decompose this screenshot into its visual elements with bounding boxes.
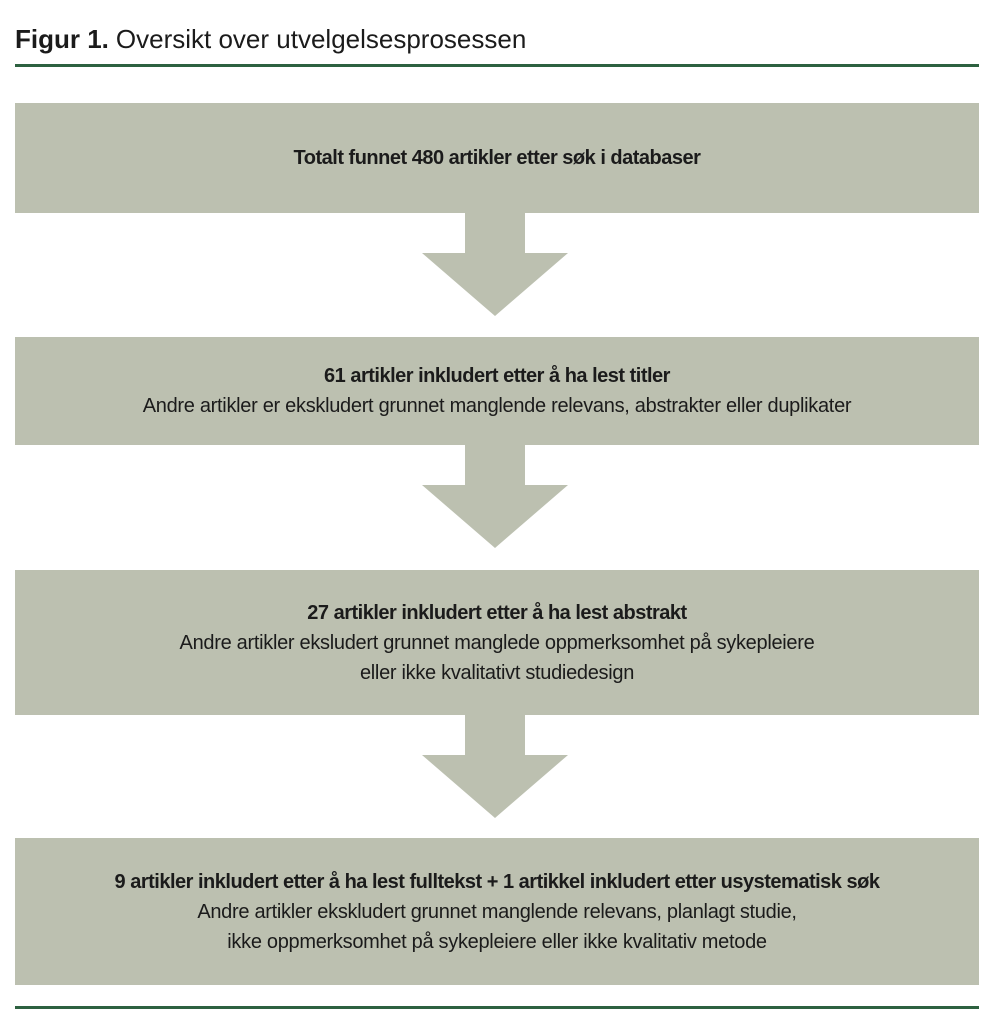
box-detail-line: eller ikke kvalitativt studiedesign [359,661,635,684]
box-heading: Totalt funnet 480 artikler etter søk i d… [293,147,701,169]
flow-box-abstracts-read: 27 artikler inkludert etter å ha lest ab… [15,570,979,715]
flow-box-titles-read: 61 artikler inkludert etter å ha lest ti… [15,337,979,445]
top-divider-line [15,64,979,67]
flow-box-database-search: Totalt funnet 480 artikler etter søk i d… [15,103,979,213]
box-heading: 9 artikler inkludert etter å ha lest ful… [114,870,880,893]
figure-label: Figur 1. [15,24,109,54]
bottom-divider-line [15,1006,979,1009]
box-heading: 27 artikler inkludert etter å ha lest ab… [307,601,687,624]
box-detail-line: ikke oppmerksomhet på sykepleiere eller … [227,930,767,953]
box-detail-line: Andre artikler ekskludert grunnet mangle… [197,900,797,923]
figure-title: Oversikt over utvelgelsesprosessen [115,24,527,54]
box-detail-line: Andre artikler er ekskludert grunnet man… [142,395,852,417]
down-arrow-icon [422,213,568,316]
down-arrow-icon [422,715,568,818]
box-heading: 61 artikler inkludert etter å ha lest ti… [324,365,670,387]
down-arrow-icon [422,445,568,548]
flow-box-fulltext-included: 9 artikler inkludert etter å ha lest ful… [15,838,979,985]
box-detail-line: Andre artikler eksludert grunnet mangled… [179,631,815,654]
figure-caption: Figur 1.Oversikt over utvelgelsesprosess… [15,24,526,54]
